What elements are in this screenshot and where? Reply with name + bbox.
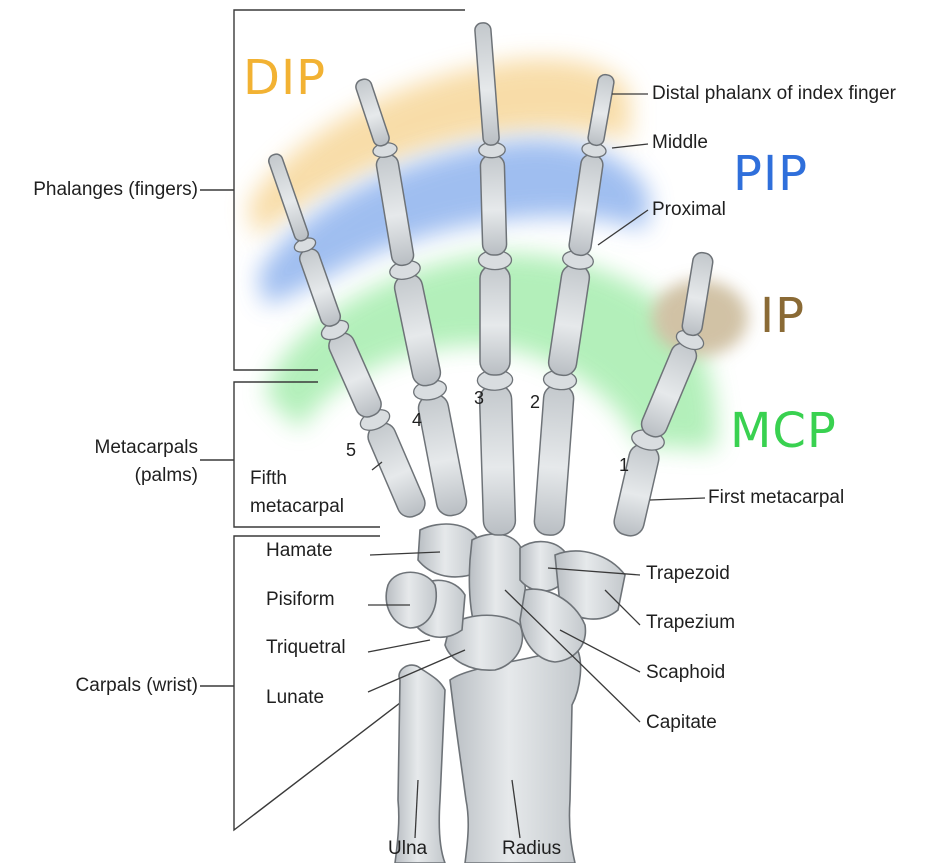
radius-bone xyxy=(450,645,581,863)
carpals-label: Carpals (wrist) xyxy=(8,675,198,697)
forearm-bones xyxy=(395,645,581,863)
trapezium-label: Trapezium xyxy=(646,612,735,634)
ip-label: IP xyxy=(760,290,805,342)
mcp-label: MCP xyxy=(730,405,837,457)
proximal-phalanx-label: Proximal xyxy=(652,199,726,221)
metacarpals-label: Metacarpals xyxy=(8,437,198,459)
pip-label: PIP xyxy=(733,148,808,200)
pisiform-bone xyxy=(386,572,436,628)
fifth-metacarpal-sublabel: metacarpal xyxy=(250,496,344,518)
middle-bone-2 xyxy=(480,265,510,375)
dip-label: DIP xyxy=(243,52,326,104)
middle-phalanx-label: Middle xyxy=(652,132,708,154)
digit-number-2: 2 xyxy=(530,392,540,413)
middle-bone-3 xyxy=(480,155,507,256)
digit-number-5: 5 xyxy=(346,440,356,461)
triquetral-label: Triquetral xyxy=(266,637,346,659)
first-metacarpal-label: First metacarpal xyxy=(708,487,844,509)
lunate-label: Lunate xyxy=(266,687,324,709)
digit-number-3: 3 xyxy=(474,388,484,409)
digit-number-1: 1 xyxy=(619,455,629,476)
capitate-label: Capitate xyxy=(646,712,717,734)
phalanges-label: Phalanges (fingers) xyxy=(8,179,198,201)
ulna-bone xyxy=(395,665,445,863)
distal-phalanx-label: Distal phalanx of index finger xyxy=(652,83,896,105)
little-bone-1 xyxy=(364,419,429,521)
metacarpals-sublabel: (palms) xyxy=(8,465,198,487)
carpal-bones xyxy=(386,524,625,670)
trapezoid-label: Trapezoid xyxy=(646,563,730,585)
middle-bone-1 xyxy=(479,384,516,535)
fifth-metacarpal-label: Fifth xyxy=(250,468,287,490)
digit-number-4: 4 xyxy=(412,410,422,431)
scaphoid-label: Scaphoid xyxy=(646,662,725,684)
finger-bones xyxy=(267,22,714,538)
radius-label: Radius xyxy=(502,838,561,860)
pisiform-label: Pisiform xyxy=(266,589,335,611)
hamate-label: Hamate xyxy=(266,540,333,562)
ulna-label: Ulna xyxy=(388,838,427,860)
